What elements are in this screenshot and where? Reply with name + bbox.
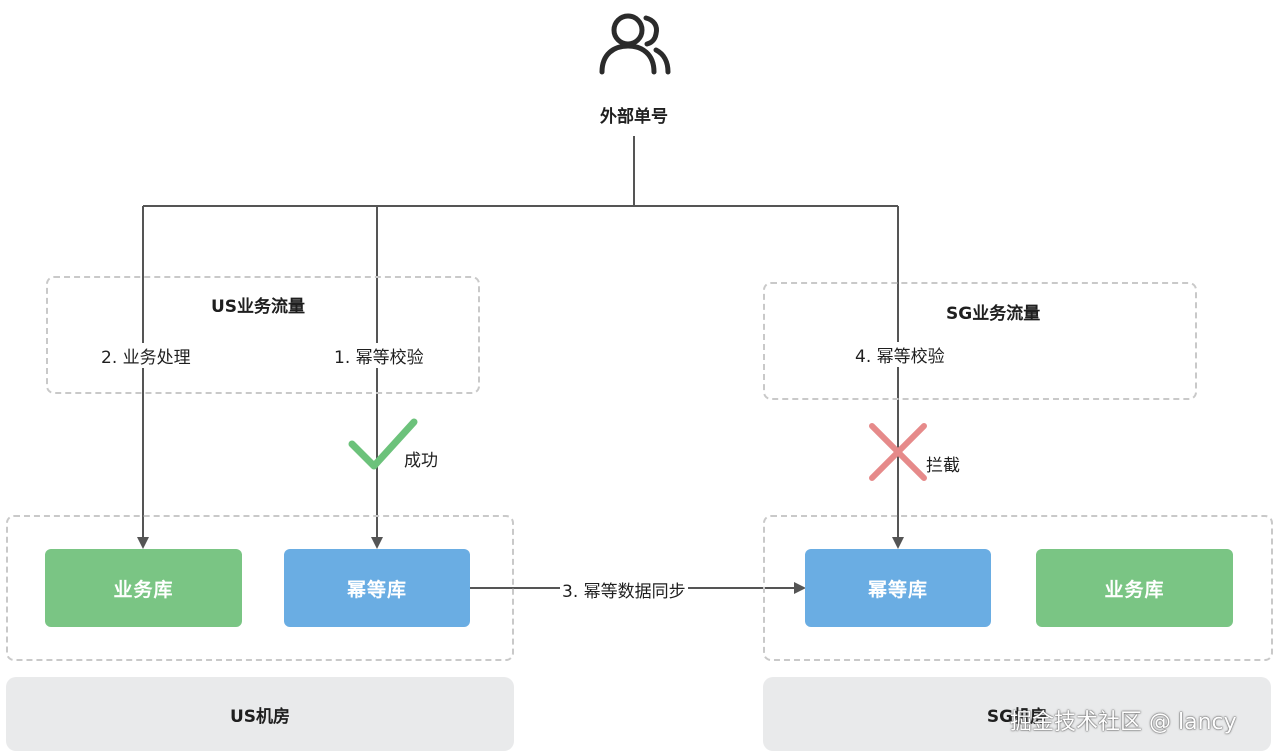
sg-traffic-group — [763, 282, 1197, 400]
sg-idempotent-db: 幂等库 — [805, 549, 991, 627]
watermark: 掘金技术社区 @ lancy — [1010, 710, 1237, 735]
cross-icon — [869, 423, 927, 481]
us-business-db: 业务库 — [45, 549, 242, 627]
success-label: 成功 — [404, 451, 438, 471]
source-label: 外部单号 — [600, 107, 668, 127]
us-idempotent-db: 幂等库 — [284, 549, 470, 627]
step4-label: 4. 幂等校验 — [853, 342, 947, 367]
us-region-label: US机房 — [229, 706, 291, 727]
sg-region-label: SG机房 — [986, 706, 1048, 727]
sg-region-bar: SG机房 — [763, 677, 1271, 751]
us-datacenter-container — [6, 515, 514, 661]
sg-traffic-title: SG业务流量 — [946, 304, 1041, 324]
step2-label: 2. 业务处理 — [99, 343, 193, 368]
blocked-label: 拦截 — [926, 456, 960, 476]
us-region-bar: US机房 — [6, 677, 514, 751]
sg-business-db: 业务库 — [1036, 549, 1233, 627]
us-traffic-group — [46, 276, 480, 394]
step3-label: 3. 幂等数据同步 — [560, 577, 688, 602]
sg-datacenter-container — [763, 515, 1273, 661]
check-icon — [348, 418, 418, 470]
step1-label: 1. 幂等校验 — [332, 343, 426, 368]
users-icon — [599, 13, 671, 75]
us-traffic-title: US业务流量 — [211, 297, 306, 317]
